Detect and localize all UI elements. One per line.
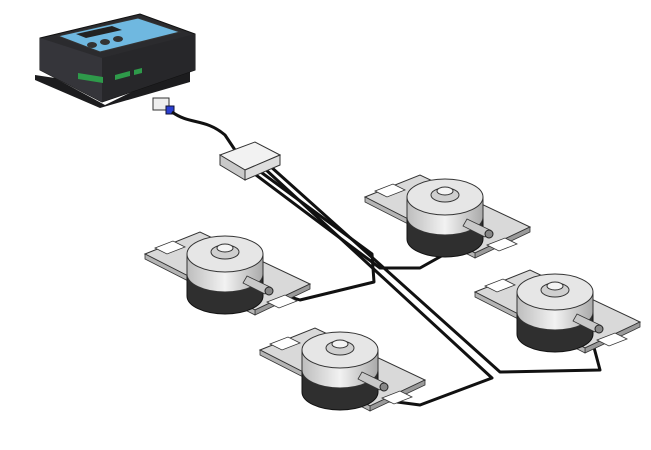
- terminal-block-2: [115, 71, 130, 80]
- main-cable: [171, 110, 237, 151]
- cable-to-load-cell-right: [268, 164, 602, 374]
- controller-button-2: [100, 39, 110, 45]
- terminal-block-3: [134, 68, 142, 75]
- terminal-block-1: [78, 73, 103, 83]
- load-cell-left: [144, 231, 311, 316]
- connector-plug: [152, 97, 175, 115]
- controller-button-3: [113, 36, 123, 42]
- display-screen: [76, 26, 122, 38]
- load-cell-top: [364, 174, 531, 259]
- cable-to-load-cell-bottom: [262, 166, 494, 407]
- controller-button-1: [87, 42, 97, 48]
- load-cell-bottom: [259, 327, 426, 412]
- load-cell-right: [474, 269, 641, 354]
- junction-box: [218, 141, 282, 181]
- controller: [35, 13, 196, 108]
